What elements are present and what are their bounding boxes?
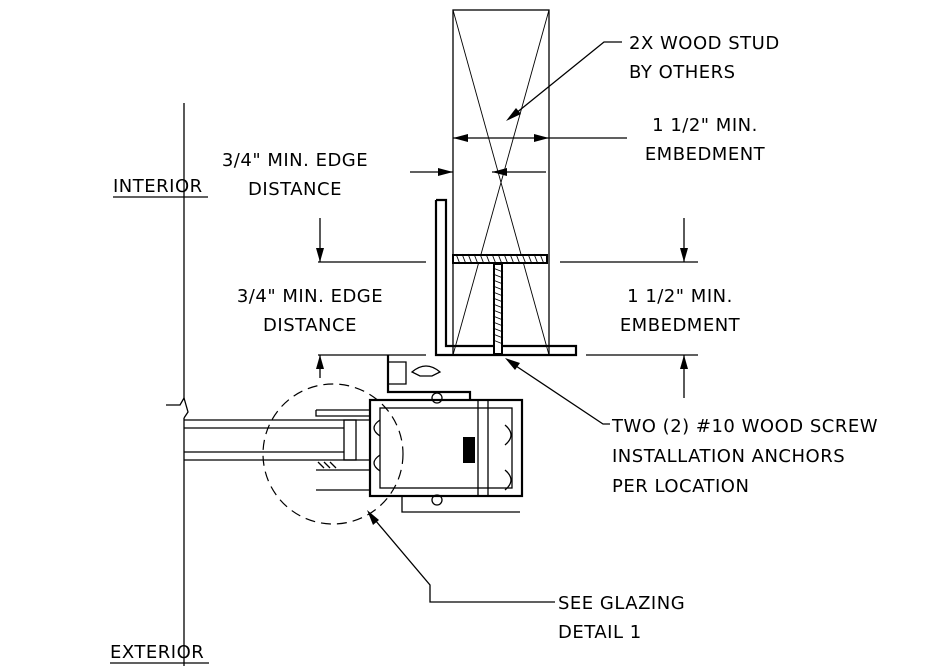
edge-distance-top-dimension [410, 168, 546, 176]
glazing-detail-callout-circle [262, 383, 404, 525]
embed-top-line2: EMBEDMENT [645, 144, 766, 165]
embedment-right-dimension [560, 218, 698, 398]
anchor-clip [434, 198, 578, 357]
glazing-panel [184, 409, 371, 491]
edge-bottom-line1: 3/4" MIN. EDGE [237, 286, 383, 307]
glazing-line2: DETAIL 1 [558, 622, 642, 643]
edge-top-line2: DISTANCE [248, 179, 342, 200]
screw-line2: INSTALLATION ANCHORS [612, 446, 845, 467]
embed-bottom-line1: 1 1/2" MIN. [627, 286, 733, 307]
edge-bottom-line2: DISTANCE [263, 315, 357, 336]
vertical-wood-screw [492, 263, 504, 355]
edge-distance-left-dimension [316, 218, 426, 378]
stud-leader [506, 41, 622, 121]
exterior-label: EXTERIOR [110, 642, 204, 663]
window-frame-extrusion [368, 355, 524, 513]
horizontal-wood-screw [452, 253, 548, 265]
embed-bottom-line2: EMBEDMENT [620, 315, 741, 336]
stud-label-line2: BY OTHERS [629, 62, 736, 83]
edge-top-line1: 3/4" MIN. EDGE [222, 150, 368, 171]
embedment-top-dimension [453, 134, 627, 142]
wall-line [166, 103, 189, 666]
glazing-leader [367, 510, 555, 603]
screw-leader [505, 358, 610, 425]
screw-line3: PER LOCATION [612, 476, 749, 497]
stud-label-line1: 2X WOOD STUD [629, 33, 780, 54]
glazing-line1: SEE GLAZING [558, 593, 685, 614]
screw-line1: TWO (2) #10 WOOD SCREW [611, 416, 878, 437]
interior-label: INTERIOR [113, 176, 203, 197]
embed-top-line1: 1 1/2" MIN. [652, 115, 758, 136]
